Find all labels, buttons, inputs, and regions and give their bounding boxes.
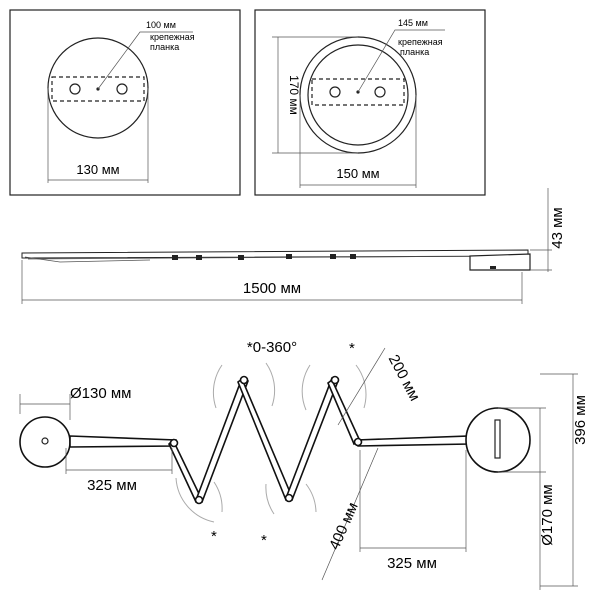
arm-segment <box>194 376 250 504</box>
bracket-leader-line <box>97 31 193 90</box>
segment-short-label: 200 мм <box>385 352 423 404</box>
right-canopy-bracket <box>494 419 501 459</box>
left-diameter-label: Ø130 мм <box>70 385 132 402</box>
joint <box>238 255 244 260</box>
screw-hole <box>329 86 341 98</box>
left-canopy <box>19 416 71 468</box>
joint <box>330 254 336 259</box>
canopy-detail <box>490 266 496 269</box>
segment-short-dimension-line <box>337 347 386 426</box>
right-arm-label: 325 мм <box>387 555 437 572</box>
left-canopy-center <box>41 437 49 445</box>
bracket-width-label: 145 мм <box>398 18 428 28</box>
panel-right: 145 мм крепежная планка 170 мм 150 мм <box>254 9 486 196</box>
arm-segment <box>168 438 204 503</box>
mounting-bracket <box>51 76 145 102</box>
arm-segment <box>237 377 294 502</box>
joint <box>172 255 178 260</box>
bracket-width-label: 100 мм <box>146 20 176 30</box>
side-height-label: 43 мм <box>549 207 566 248</box>
rotation-asterisk: * <box>349 340 355 357</box>
profile-line <box>24 256 151 263</box>
rotation-arc <box>355 364 367 409</box>
panel-left: 100 мм крепежная планка 130 мм <box>9 9 241 196</box>
bracket-leader-line <box>357 29 445 93</box>
rotation-arc <box>213 481 223 513</box>
rotation-arc <box>265 362 276 407</box>
arm-segment <box>69 435 177 448</box>
top-view: *0-360° * * * Ø130 мм <box>19 339 589 590</box>
height-label: 170 мм <box>287 75 301 115</box>
profile-line <box>27 255 521 260</box>
side-length-label: 1500 мм <box>243 280 301 297</box>
screw-hole <box>116 83 128 95</box>
rotation-arc <box>301 364 311 411</box>
width-label: 150 мм <box>336 166 379 181</box>
bracket-label-line2: планка <box>150 42 179 52</box>
rotation-asterisk: * <box>211 528 217 545</box>
diameter-label: 130 мм <box>76 162 119 177</box>
total-height-label: 396 мм <box>572 395 589 445</box>
side-view: 43 мм 1500 мм <box>21 188 566 304</box>
arm-segment <box>354 435 471 447</box>
segment-long-dimension-line <box>321 447 379 581</box>
joint <box>239 375 249 385</box>
joint <box>284 493 294 503</box>
arm-segment <box>327 378 362 446</box>
rotation-asterisk: * <box>261 532 267 549</box>
joint <box>353 437 363 447</box>
rotation-arc <box>212 364 223 409</box>
mounting-bracket <box>311 78 405 106</box>
joint <box>194 495 204 505</box>
left-arm-label: 325 мм <box>87 477 137 494</box>
right-diameter-label: Ø170 мм <box>539 484 556 546</box>
rotation-arc <box>265 483 275 515</box>
panel-right-frame <box>254 9 486 196</box>
arm-segment <box>284 376 340 502</box>
joint <box>196 255 202 260</box>
screw-hole <box>374 86 386 98</box>
joint <box>330 375 340 385</box>
joint <box>350 254 356 259</box>
rotation-arc <box>175 477 215 523</box>
rotation-arc <box>305 483 317 513</box>
joint <box>286 254 292 259</box>
panel-left-frame <box>9 9 241 196</box>
side-canopy <box>469 253 531 271</box>
segment-long-label: 400 мм <box>326 500 362 552</box>
bracket-label-line1: крепежная <box>398 37 443 47</box>
joint <box>169 438 179 448</box>
side-profile-bar <box>21 249 529 259</box>
bracket-label-line1: крепежная <box>150 32 195 42</box>
screw-hole <box>69 83 81 95</box>
bracket-label-line2: планка <box>400 47 429 57</box>
rotation-label: *0-360° <box>247 339 297 356</box>
canopy-inner-circle <box>307 44 409 146</box>
